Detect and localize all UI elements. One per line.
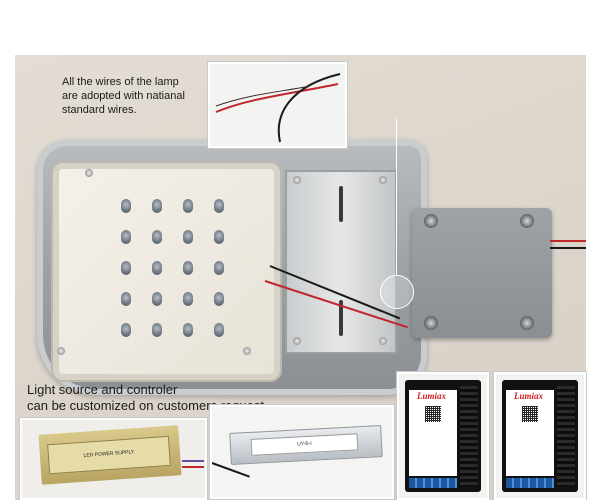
power-supply-product: UY-B-I <box>229 425 383 465</box>
controller-inset-1: Lumiax <box>397 372 489 500</box>
controller-brand: Lumiax <box>417 391 447 401</box>
screw-icon <box>243 347 251 355</box>
screw-icon <box>293 337 301 345</box>
solar-controller: Lumiax <box>502 380 578 492</box>
led-chip <box>183 261 193 275</box>
screw-icon <box>379 176 387 184</box>
led-chip <box>183 323 193 337</box>
led-chip <box>152 261 162 275</box>
wires-caption-line-1: All the wires of the lamp <box>62 76 179 88</box>
heat-sink <box>557 386 575 486</box>
wire-sample-illustration <box>215 73 341 143</box>
power-supply-label-text: UY-B-I <box>297 440 312 448</box>
led-chip <box>152 292 162 306</box>
led-chip <box>183 230 193 244</box>
wires-caption-line-3: standard wires. <box>62 104 137 116</box>
wire-inset <box>208 62 347 148</box>
driver-wires <box>182 466 204 468</box>
customization-caption: Light source and controler can be custom… <box>27 382 327 414</box>
red-wire <box>550 240 586 242</box>
bracket-nut <box>424 214 438 228</box>
solar-controller: Lumiax <box>405 380 481 492</box>
led-chip <box>121 292 131 306</box>
black-wire <box>550 247 586 249</box>
led-chip <box>183 199 193 213</box>
driver-box <box>285 170 397 354</box>
screw-icon <box>85 169 93 177</box>
driver-label-text: LED POWER SUPPLY <box>83 449 135 459</box>
wires-caption-line-2: are adopted with natianal <box>62 90 185 102</box>
controller-brand: Lumiax <box>514 391 544 401</box>
led-driver-product: LED POWER SUPPLY <box>38 425 182 485</box>
driver-slot <box>339 300 343 336</box>
callout-circle <box>380 275 414 309</box>
led-chip <box>152 199 162 213</box>
screw-icon <box>57 347 65 355</box>
led-chip <box>214 230 224 244</box>
bracket-nut <box>520 316 534 330</box>
led-chip <box>152 230 162 244</box>
customization-caption-line-2: can be customized on customers request <box>27 398 265 413</box>
bracket-nut <box>424 316 438 330</box>
screw-icon <box>293 176 301 184</box>
driver-inset-2: UY-B-I <box>210 405 394 499</box>
led-array <box>121 199 232 337</box>
led-chip <box>121 323 131 337</box>
led-chip <box>121 199 131 213</box>
heat-sink <box>460 386 478 486</box>
led-chip <box>152 323 162 337</box>
driver-slot <box>339 186 343 222</box>
led-chip <box>214 199 224 213</box>
led-chip <box>214 323 224 337</box>
controller-inset-2: Lumiax <box>494 372 586 500</box>
callout-line <box>396 119 397 275</box>
terminal-block <box>409 478 457 488</box>
pole-bracket <box>412 208 552 338</box>
led-chip <box>214 261 224 275</box>
customization-caption-line-1: Light source and controler <box>27 382 178 397</box>
driver-label: LED POWER SUPPLY <box>47 435 171 475</box>
driver-wires <box>182 460 204 462</box>
bracket-nut <box>520 214 534 228</box>
led-panel <box>53 163 280 380</box>
terminal-block <box>506 478 554 488</box>
qr-code-icon <box>425 406 441 422</box>
led-chip <box>214 292 224 306</box>
led-chip <box>183 292 193 306</box>
led-chip <box>121 230 131 244</box>
controller-face: Lumiax <box>506 390 554 476</box>
wires-caption: All the wires of the lamp are adopted wi… <box>62 75 202 117</box>
screw-icon <box>379 337 387 345</box>
led-chip <box>121 261 131 275</box>
driver-inset-1: LED POWER SUPPLY <box>20 418 207 500</box>
controller-face: Lumiax <box>409 390 457 476</box>
qr-code-icon <box>522 406 538 422</box>
power-supply-label: UY-B-I <box>250 433 359 456</box>
